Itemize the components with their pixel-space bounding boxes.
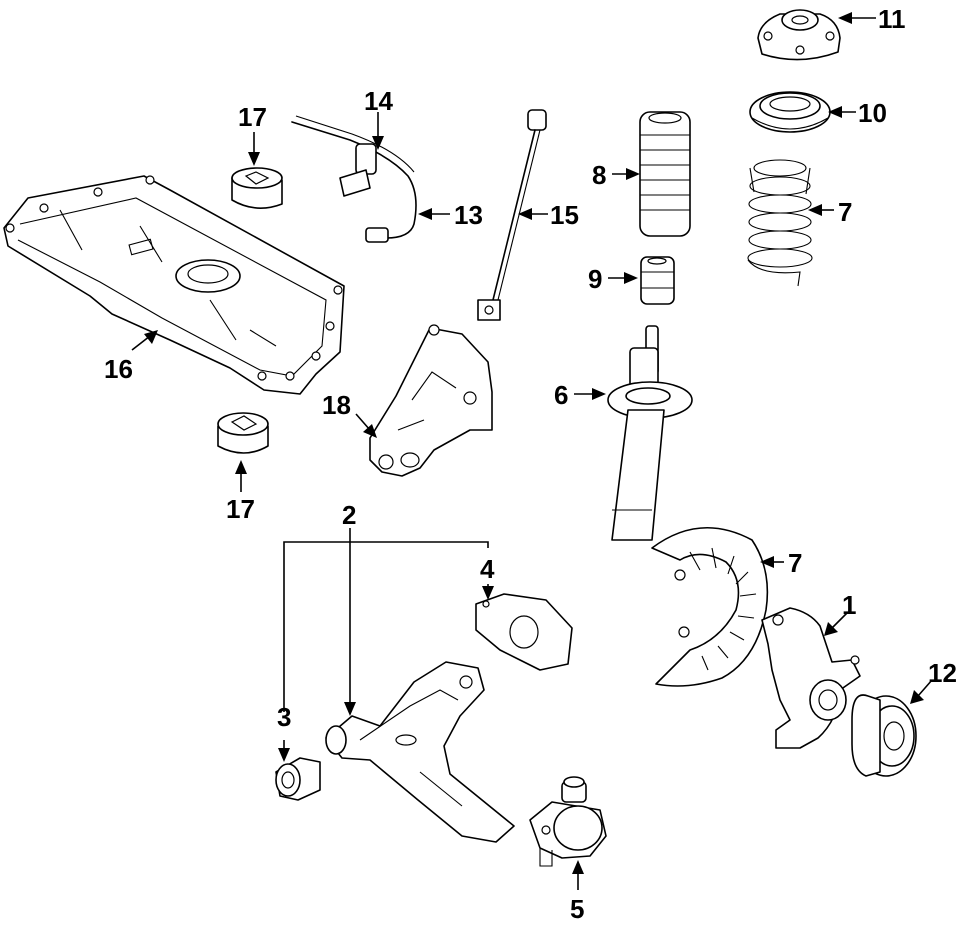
- callout-8: 8: [592, 160, 606, 190]
- callout-14: 14: [364, 86, 393, 116]
- strut-part-6: [607, 325, 693, 541]
- callout-7-shield: 7: [788, 548, 802, 578]
- splash-shield-part-7: [651, 526, 769, 687]
- callout-5: 5: [570, 894, 584, 924]
- callout-15: 15: [550, 200, 579, 230]
- callout-2: 2: [342, 500, 356, 530]
- callout-labels: 11 10 7 8 9 6 7 1 12 5 17 17 14 13 15 16…: [104, 4, 957, 924]
- callout-13: 13: [454, 200, 483, 230]
- control-arm-bushing-part-4: [475, 593, 573, 671]
- bearing-part-10: [749, 91, 831, 133]
- callout-4: 4: [480, 554, 495, 584]
- dust-boot-part-8: [639, 111, 691, 237]
- callout-3: 3: [277, 702, 291, 732]
- mount-bushing-lower-part-17: [217, 412, 269, 454]
- callout-1: 1: [842, 590, 856, 620]
- callout-12: 12: [928, 658, 957, 688]
- callout-17-top: 17: [238, 102, 267, 132]
- callout-9: 9: [588, 264, 602, 294]
- stabilizer-link-part-15: [477, 109, 547, 321]
- bushing-part-3: [275, 757, 321, 801]
- callout-6: 6: [554, 380, 568, 410]
- bracket-part-18: [369, 324, 493, 477]
- callout-16: 16: [104, 354, 133, 384]
- ball-joint-part-5: [529, 776, 607, 867]
- callout-10: 10: [858, 98, 887, 128]
- lower-control-arm-part-2: [325, 661, 515, 843]
- callout-18: 18: [322, 390, 351, 420]
- callout-7-spring: 7: [838, 197, 852, 227]
- wheel-hub-part-12: [851, 694, 917, 777]
- stabilizer-bar-part-13-14: [291, 115, 417, 243]
- coil-spring-part-7: [747, 159, 813, 287]
- mount-bushing-upper-part-17: [231, 167, 283, 209]
- steering-knuckle-part-1: [761, 607, 861, 749]
- callout-17-bottom: 17: [226, 494, 255, 524]
- bump-stop-part-9: [640, 256, 675, 305]
- callout-11: 11: [878, 4, 906, 34]
- subframe-part-16: [3, 175, 345, 395]
- strut-mount-part-11: [757, 9, 841, 61]
- leader-lines: [131, 12, 933, 890]
